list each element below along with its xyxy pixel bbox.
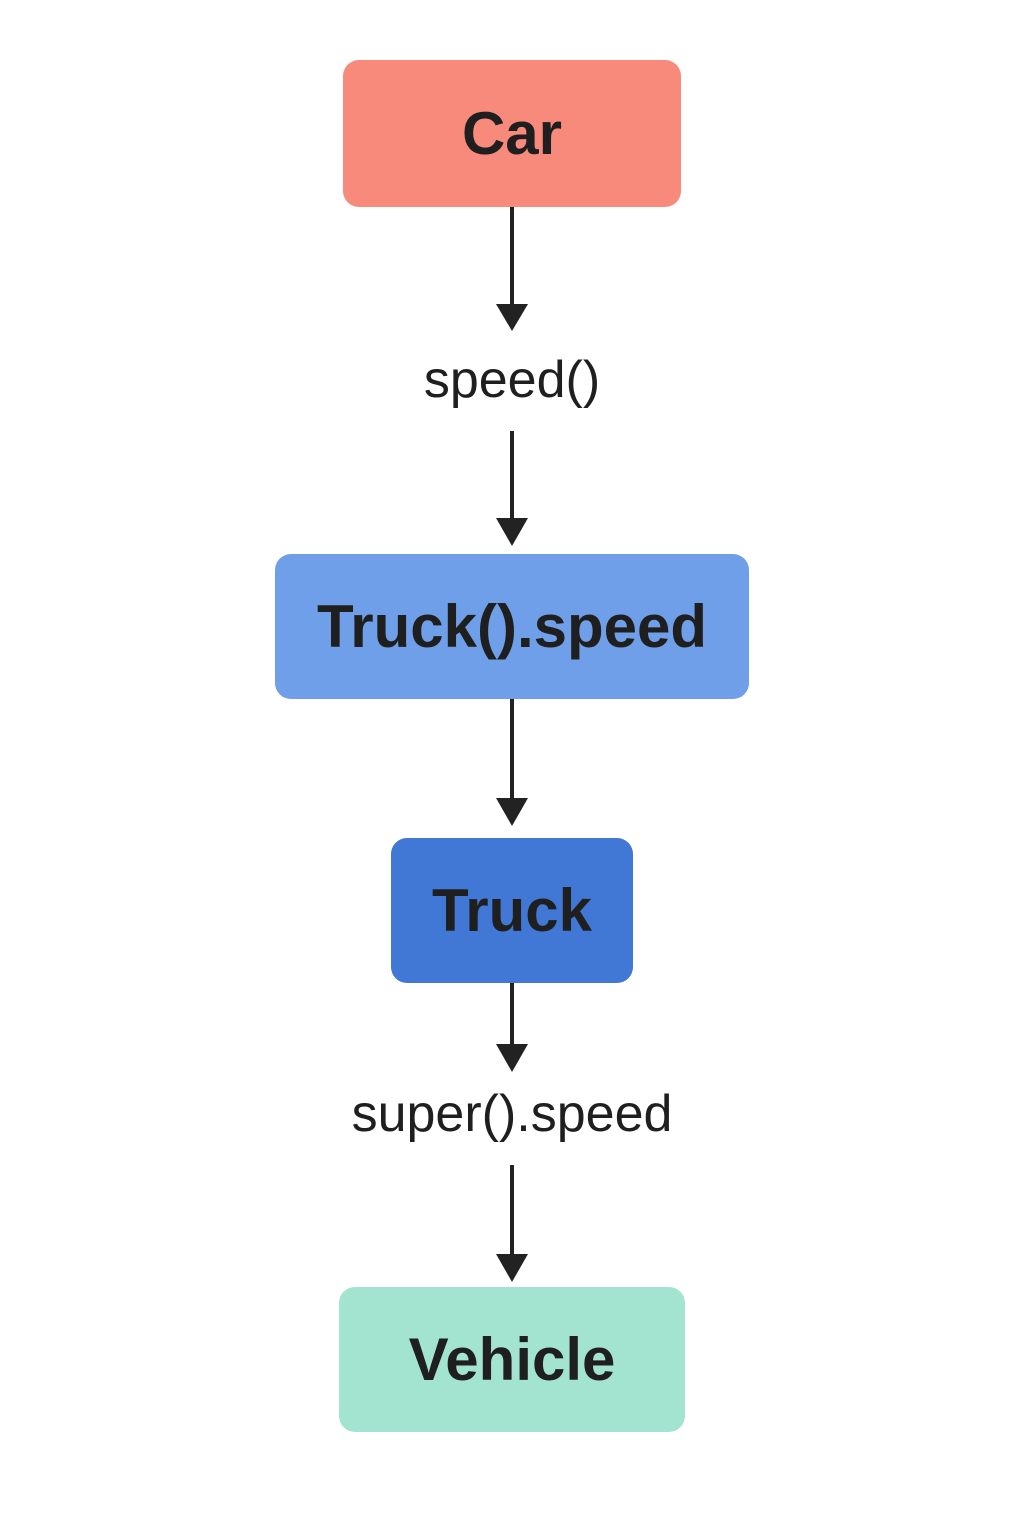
vehicle-node: Vehicle [339,1287,685,1432]
vehicle-node-label: Vehicle [408,1326,616,1393]
car-node: Car [343,60,681,207]
car-node-label: Car [461,100,563,167]
arrowhead [496,518,528,546]
speed-call-label: speed() [423,351,601,409]
arrowhead [496,304,528,331]
super-speed-label: super().speed [351,1085,673,1143]
truck-node: Truck [391,838,633,983]
arrowhead [496,1254,528,1282]
truck-speed-node-label: Truck().speed [316,593,708,660]
truck-node-label: Truck [431,877,593,944]
truck-speed-node: Truck().speed [275,554,749,699]
arrowhead [496,798,528,826]
arrowhead [496,1044,528,1072]
